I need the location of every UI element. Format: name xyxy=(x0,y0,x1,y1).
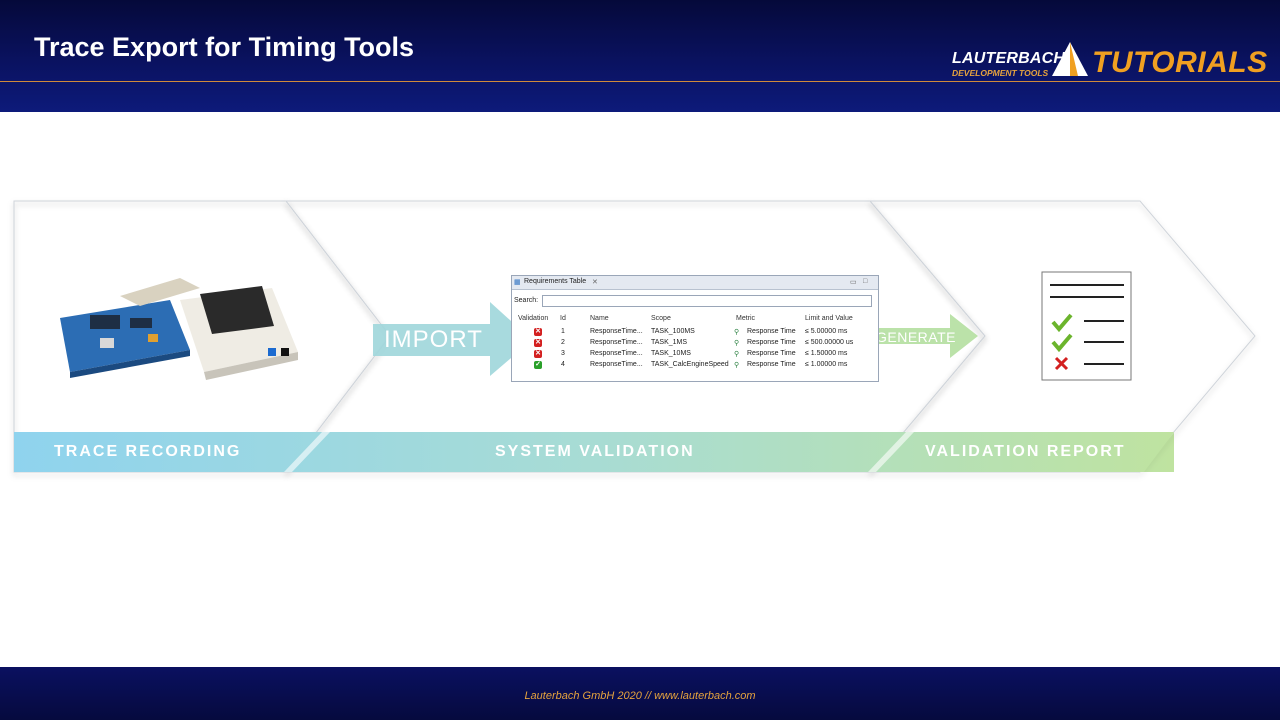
row-metric: Response Time xyxy=(747,361,796,368)
hardware-icon xyxy=(60,278,298,380)
column-header-name[interactable]: Name xyxy=(590,315,609,322)
metric-icon: ⚲ xyxy=(734,362,740,369)
stage-label-trace-recording: TRACE RECORDING xyxy=(54,443,242,460)
logo-company: LAUTERBACH xyxy=(952,50,1066,67)
row-scope: TASK_CalcEngineSpeed xyxy=(651,361,729,368)
stage-label-system-validation: SYSTEM VALIDATION xyxy=(495,443,695,460)
footer-bar xyxy=(0,667,1280,720)
row-metric: Response Time xyxy=(747,328,796,335)
report-document-icon xyxy=(1041,271,1132,381)
logo-triangle-icon xyxy=(1052,42,1088,76)
row-name: ResponseTime... xyxy=(590,361,643,368)
row-metric: Response Time xyxy=(747,350,796,357)
fail-icon: ✕ xyxy=(534,350,542,358)
table-icon: ▦ xyxy=(514,279,521,286)
row-limit: ≤ 5.00000 ms xyxy=(805,328,848,335)
stage-label-validation-report: VALIDATION REPORT xyxy=(925,443,1126,460)
row-limit: ≤ 1.00000 ms xyxy=(805,361,848,368)
column-header-validation[interactable]: Validation xyxy=(518,315,549,322)
row-id: 2 xyxy=(561,339,565,346)
row-limit: ≤ 500.00000 us xyxy=(805,339,854,346)
column-header-scope[interactable]: Scope xyxy=(651,315,671,322)
footer-text: Lauterbach GmbH 2020 // www.lauterbach.c… xyxy=(524,690,756,702)
band-separator-2 xyxy=(868,432,914,472)
import-arrow xyxy=(373,302,532,376)
row-scope: TASK_1MS xyxy=(651,339,688,346)
fail-icon: ✕ xyxy=(534,328,542,336)
tab-title: Requirements Table xyxy=(524,278,587,285)
table-row[interactable]: ✕ 2 ResponseTime... TASK_1MS ⚲ Response … xyxy=(512,338,878,349)
table-row[interactable]: ✕ 3 ResponseTime... TASK_10MS ⚲ Response… xyxy=(512,349,878,360)
search-label: Search: xyxy=(514,297,539,304)
minimize-icon[interactable]: ▭ xyxy=(850,279,857,286)
column-header-limit[interactable]: Limit and Value xyxy=(805,315,853,322)
table-row[interactable]: ✓ 4 ResponseTime... TASK_CalcEngineSpeed… xyxy=(512,360,878,371)
header-divider xyxy=(0,81,1280,82)
row-name: ResponseTime... xyxy=(590,350,643,357)
maximize-icon[interactable]: □ xyxy=(863,278,868,285)
row-limit: ≤ 1.50000 ms xyxy=(805,350,848,357)
metric-icon: ⚲ xyxy=(734,329,740,336)
row-name: ResponseTime... xyxy=(590,339,643,346)
generate-arrow xyxy=(866,314,978,358)
close-icon[interactable]: ✕ xyxy=(592,279,598,286)
import-label: IMPORT xyxy=(384,326,483,353)
table-row[interactable]: ✕ 1 ResponseTime... TASK_100MS ⚲ Respons… xyxy=(512,327,878,338)
logo-product: TUTORIALS xyxy=(1092,46,1268,79)
page-title: Trace Export for Timing Tools xyxy=(34,32,415,62)
requirements-table-window: ▦ Requirements Table ✕ ▭ □ Search: Valid… xyxy=(511,275,879,382)
row-scope: TASK_10MS xyxy=(651,350,691,357)
pass-icon: ✓ xyxy=(534,361,542,369)
column-header-metric[interactable]: Metric xyxy=(736,315,756,322)
row-id: 1 xyxy=(561,328,565,335)
row-id: 4 xyxy=(561,361,565,368)
column-header-id[interactable]: Id xyxy=(560,315,566,322)
generate-label: GENERATE xyxy=(876,329,956,345)
fail-icon: ✕ xyxy=(534,339,542,347)
search-input[interactable] xyxy=(542,295,872,307)
logo-tagline: DEVELOPMENT TOOLS xyxy=(952,68,1049,78)
row-id: 3 xyxy=(561,350,565,357)
row-metric: Response Time xyxy=(747,339,796,346)
row-name: ResponseTime... xyxy=(590,328,643,335)
requirements-table-tab[interactable]: ▦ Requirements Table ✕ ▭ □ xyxy=(512,276,878,290)
metric-icon: ⚲ xyxy=(734,340,740,347)
row-scope: TASK_100MS xyxy=(651,328,695,335)
band-separator-1 xyxy=(284,432,330,472)
metric-icon: ⚲ xyxy=(734,351,740,358)
